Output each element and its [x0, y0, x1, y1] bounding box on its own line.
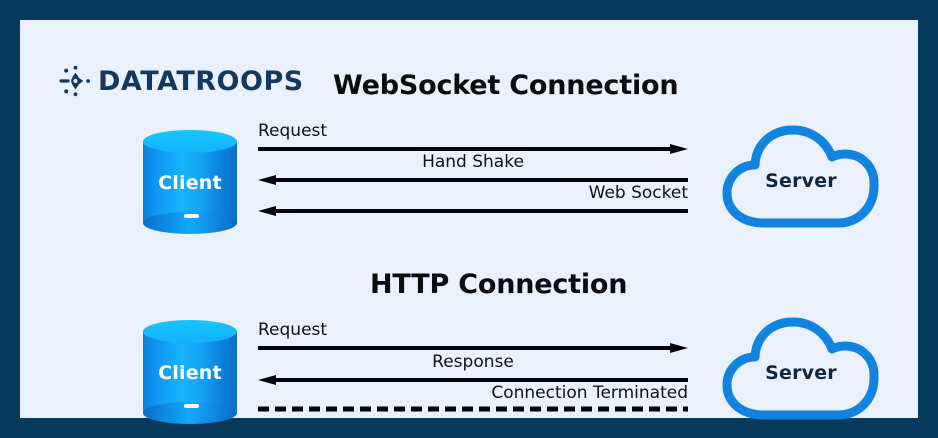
arrow-left-icon	[258, 206, 688, 216]
websocket-flow-request: Request	[258, 121, 688, 154]
brand-name: DATATROOPS	[98, 65, 304, 97]
websocket-server-node: Server	[718, 120, 884, 234]
flow-label: Web Socket	[588, 183, 688, 203]
websocket-server-label: Server	[765, 170, 837, 192]
atom-logo-icon	[59, 65, 90, 97]
flow-label: Request	[258, 320, 328, 340]
arrow-left-icon	[258, 375, 688, 385]
arrow-left-icon	[258, 175, 688, 185]
brand-logo: DATATROOPS	[58, 64, 304, 98]
flow-label: Connection Terminated	[491, 383, 688, 403]
flow-label: Request	[258, 121, 328, 141]
http-server-node: Server	[718, 312, 884, 426]
arrow-right-icon	[258, 144, 688, 154]
cloud-icon	[722, 317, 879, 420]
http-client-label: Client	[158, 362, 222, 384]
http-flow-request: Request	[258, 320, 688, 353]
websocket-section-title: WebSocket Connection	[333, 70, 679, 101]
http-flow-response: Response	[258, 352, 688, 385]
cylinder-top	[143, 130, 237, 153]
diagram-panel: DATATROOPS WebSocket Connection HTTP Con…	[20, 20, 918, 424]
http-client-node: Client	[143, 320, 237, 424]
cloud-icon	[722, 125, 879, 228]
http-server-label: Server	[765, 362, 837, 384]
cylinder-dash-icon	[184, 214, 199, 218]
websocket-client-node: Client	[143, 130, 237, 234]
flow-label: Response	[432, 352, 514, 372]
cylinder-top	[143, 320, 237, 343]
cylinder-dash-icon	[184, 404, 199, 408]
cylinder-bottom	[143, 402, 237, 424]
database-cylinder-icon	[143, 331, 237, 413]
websocket-flow-handshake: Hand Shake	[258, 152, 688, 185]
http-flow-connection-terminated: Connection Terminated	[258, 383, 688, 413]
dashed-line-icon	[258, 406, 688, 412]
cylinder-bottom	[143, 212, 237, 234]
http-section-title: HTTP Connection	[370, 269, 628, 300]
flow-label: Hand Shake	[422, 152, 524, 172]
arrow-right-icon	[258, 343, 688, 353]
database-cylinder-icon	[143, 141, 237, 223]
websocket-flow-websocket: Web Socket	[258, 183, 688, 216]
websocket-client-label: Client	[158, 172, 222, 194]
